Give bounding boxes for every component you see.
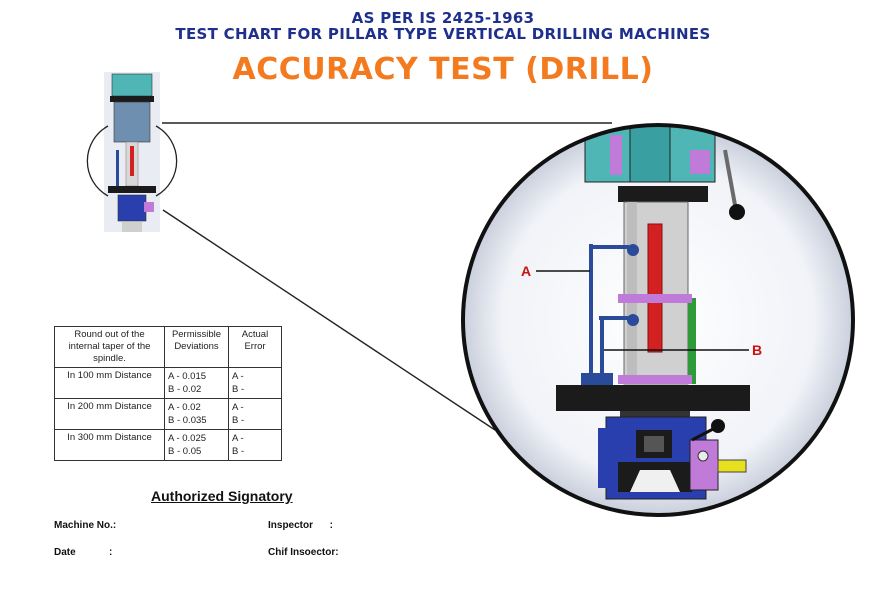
perm-a: A - 0.02 bbox=[168, 402, 201, 413]
perm-a: A - 0.015 bbox=[168, 371, 207, 382]
row-actual-error: A - B - bbox=[228, 367, 282, 399]
header-subtitle: TEST CHART FOR PILLAR TYPE VERTICAL DRIL… bbox=[175, 25, 711, 43]
thumbnail-highlight-arc bbox=[86, 125, 109, 197]
row-actual-error: A - B - bbox=[228, 429, 282, 461]
row-distance: In 100 mm Distance bbox=[54, 367, 165, 399]
header-distance: Round out of the internal taper of the s… bbox=[54, 326, 165, 368]
header-permissible: Permissible Deviations bbox=[164, 326, 229, 368]
date-label: Date : bbox=[54, 547, 113, 558]
chief-inspector-label: Chif Insoector: bbox=[268, 547, 339, 558]
row-permissible: A - 0.025 B - 0.05 bbox=[164, 429, 229, 461]
row-permissible: A - 0.015 B - 0.02 bbox=[164, 367, 229, 399]
machine-no-label: Machine No.: bbox=[54, 520, 117, 531]
header-standard: AS PER IS 2425-1963 bbox=[351, 9, 535, 27]
row-distance: In 300 mm Distance bbox=[54, 429, 165, 461]
label-a: A bbox=[521, 263, 531, 279]
zoom-line-bottom bbox=[162, 209, 496, 431]
row-permissible: A - 0.02 B - 0.035 bbox=[164, 398, 229, 430]
authorized-signatory-label: Authorized Signatory bbox=[151, 488, 293, 504]
thumbnail-highlight-arc-right bbox=[155, 125, 178, 197]
perm-b: B - 0.035 bbox=[168, 415, 207, 426]
table-row: In 300 mm Distance A - 0.025 B - 0.05 A -… bbox=[54, 429, 282, 461]
table-row: In 200 mm Distance A - 0.02 B - 0.035 A -… bbox=[54, 398, 282, 430]
inspector-label: Inspector : bbox=[268, 520, 334, 531]
error-b: B - bbox=[232, 415, 245, 426]
magnifier-rim bbox=[461, 123, 855, 517]
error-a: A - bbox=[232, 402, 244, 413]
perm-a: A - 0.025 bbox=[168, 433, 207, 444]
table-row: In 100 mm Distance A - 0.015 B - 0.02 A -… bbox=[54, 367, 282, 399]
perm-b: B - 0.05 bbox=[168, 446, 202, 457]
page-title: ACCURACY TEST (DRILL) bbox=[232, 52, 654, 87]
machine-thumbnail bbox=[104, 72, 160, 232]
magnified-machine bbox=[556, 125, 750, 500]
error-a: A - bbox=[232, 371, 244, 382]
table-header-row: Round out of the internal taper of the s… bbox=[54, 326, 282, 368]
label-b: B bbox=[752, 342, 762, 358]
header-actual-error: Actual Error bbox=[228, 326, 282, 368]
error-a: A - bbox=[232, 433, 244, 444]
error-b: B - bbox=[232, 446, 245, 457]
row-actual-error: A - B - bbox=[228, 398, 282, 430]
perm-b: B - 0.02 bbox=[168, 384, 202, 395]
row-distance: In 200 mm Distance bbox=[54, 398, 165, 430]
accuracy-table: Round out of the internal taper of the s… bbox=[54, 326, 282, 461]
error-b: B - bbox=[232, 384, 245, 395]
